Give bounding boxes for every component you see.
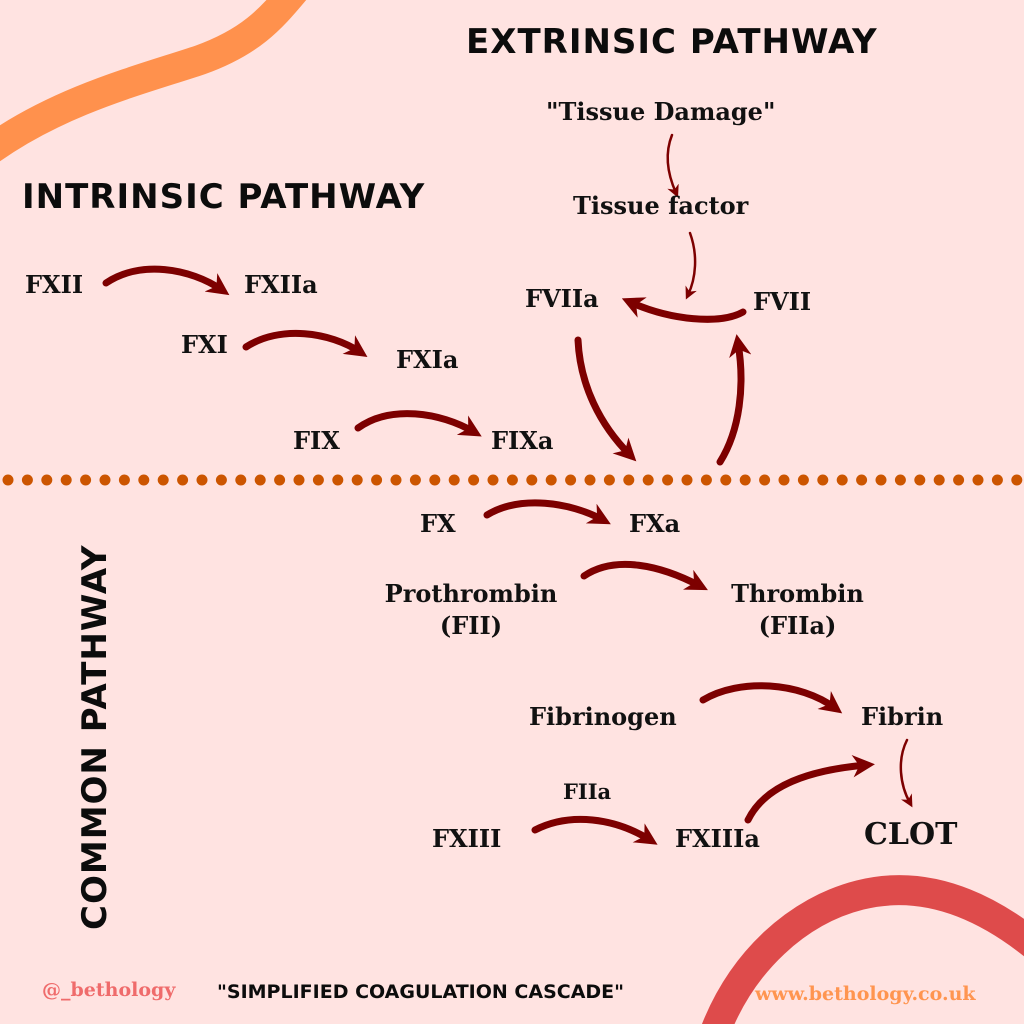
- node-fxiii: FXIII: [432, 824, 502, 853]
- red-swoosh: [702, 875, 1024, 1024]
- footer-caption: "SIMPLIFIED COAGULATION CASCADE": [217, 981, 625, 1003]
- node-thrombin: Thrombin (FIIa): [715, 578, 880, 643]
- node-fiia-catalyst: FIIa: [563, 779, 612, 804]
- arrow-tissue-damage-to-tissue-factor: [666, 133, 679, 198]
- arrow-tissue-factor-to-fvii: [685, 231, 697, 300]
- node-tissue-factor: Tissue factor: [573, 191, 749, 220]
- node-tissue-damage: "Tissue Damage": [546, 97, 776, 126]
- footer-url[interactable]: www.bethology.co.uk: [755, 983, 976, 1005]
- extrinsic-pathway-heading: EXTRINSIC PATHWAY: [466, 22, 878, 62]
- node-fxii: FXII: [25, 270, 84, 299]
- thrombin-code: (FIIa): [758, 611, 837, 641]
- node-fx: FX: [420, 509, 456, 538]
- arrow-fx-to-fxa: [483, 499, 611, 525]
- node-fibrinogen: Fibrinogen: [529, 702, 677, 731]
- arrow-up-to-fvii: [716, 334, 752, 466]
- arrow-fxiii-to-fxiiia: [531, 815, 658, 845]
- arrow-prothrombin-to-thrombin: [580, 560, 708, 591]
- node-fibrin: Fibrin: [861, 702, 944, 731]
- node-fxiiia: FXIIIa: [675, 824, 760, 853]
- common-pathway-heading: COMMON PATHWAY: [75, 544, 115, 931]
- arrow-fxi-to-fxia: [242, 329, 368, 357]
- prothrombin-code: (FII): [439, 611, 503, 641]
- orange-swoosh: [0, 0, 307, 162]
- node-prothrombin: Prothrombin (FII): [371, 578, 571, 643]
- thrombin-label: Thrombin: [731, 579, 864, 608]
- node-fvii: FVII: [753, 287, 812, 316]
- node-fxia: FXIa: [396, 345, 459, 374]
- node-fviia: FVIIa: [525, 284, 599, 313]
- arrow-fix-to-fixa: [354, 410, 482, 437]
- node-fxa: FXa: [629, 509, 681, 538]
- footer-handle: @_bethology: [42, 979, 176, 1001]
- intrinsic-pathway-heading: INTRINSIC PATHWAY: [22, 177, 426, 217]
- arrow-fxii-to-fxiia: [102, 265, 230, 296]
- arrow-fibrinogen-to-fibrin: [699, 682, 843, 714]
- prothrombin-label: Prothrombin: [384, 579, 558, 608]
- node-clot: CLOT: [864, 817, 958, 852]
- node-fixa: FIXa: [491, 426, 554, 455]
- node-fix: FIX: [293, 426, 340, 455]
- node-fxiia: FXIIa: [244, 270, 318, 299]
- arrow-fibrin-to-clot: [899, 738, 913, 808]
- arrow-fxiiia-to-fibrin: [744, 755, 875, 824]
- arrow-fviia-down: [574, 336, 637, 462]
- node-fxi: FXI: [181, 330, 228, 359]
- arrow-fvii-to-fviia: [621, 297, 747, 323]
